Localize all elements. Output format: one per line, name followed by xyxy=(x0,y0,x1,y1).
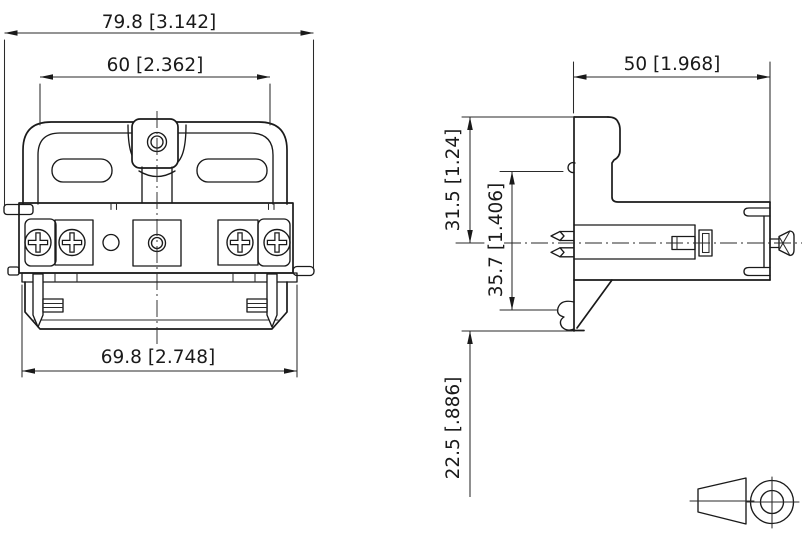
small-hole xyxy=(102,233,120,252)
contact-pin-upper xyxy=(550,230,574,242)
contact-pin-upper-barb xyxy=(559,230,565,242)
dim-cover-width: 60 [2.362] xyxy=(39,55,271,126)
screw-housing-right xyxy=(217,219,259,266)
dim-overall-width: 79.8 [3.142] xyxy=(3,12,315,269)
dim-upper-height: 31.5 [1.24] xyxy=(443,116,575,243)
screw-housing-left xyxy=(54,219,94,266)
clip-hook-bottom xyxy=(556,300,575,331)
clip-hook-top xyxy=(567,161,576,174)
side-view xyxy=(455,116,802,332)
projection-cone xyxy=(697,477,747,525)
contact-pin-lower xyxy=(550,247,574,258)
dim-rail-width: 69.8 [2.748] xyxy=(21,284,298,378)
cover-slot-right xyxy=(196,158,268,183)
fixing-screw-cone xyxy=(778,235,791,257)
contact-pin-lower-barb xyxy=(559,247,565,258)
fixing-screw-head xyxy=(778,230,795,257)
dim-depth: 50 [1.968] xyxy=(572,54,771,202)
pin-clip-left xyxy=(42,298,64,313)
phillips-screw xyxy=(58,228,86,257)
dimension-text: 35.7 [1.406] xyxy=(486,183,507,297)
phillips-screw xyxy=(24,228,52,257)
dimension-text: 60 [2.362] xyxy=(107,55,204,76)
screw-channel-top xyxy=(743,207,771,217)
phillips-screw xyxy=(226,228,254,257)
mount-wing-right xyxy=(292,265,315,277)
dim-clip-span: 35.7 [1.406] xyxy=(486,170,564,311)
third-angle-projection-symbol xyxy=(689,476,800,529)
front-view xyxy=(3,111,315,344)
dimension-text: 22.5 [.886] xyxy=(443,377,464,480)
dimension-text: 69.8 [2.748] xyxy=(101,347,215,368)
slide-rail xyxy=(21,272,298,283)
dim-lower-height: 22.5 [.886] xyxy=(443,330,573,497)
latch-block xyxy=(131,118,179,169)
mount-wing-left xyxy=(3,203,34,216)
screw-channel-bottom xyxy=(743,266,771,277)
fixing-screw-cone xyxy=(778,230,791,251)
phillips-screw xyxy=(263,228,291,257)
dimension-text: 50 [1.968] xyxy=(624,54,721,75)
latch-pin-right xyxy=(266,273,278,328)
cover-slot-left xyxy=(51,158,113,183)
tray-outline xyxy=(24,281,288,330)
dimension-text: 31.5 [1.24] xyxy=(443,129,464,232)
mount-step-left xyxy=(7,266,20,276)
screw-bracket-right xyxy=(257,218,291,267)
latch-pin-left xyxy=(32,273,44,328)
dimension-text: 79.8 [3.142] xyxy=(102,12,216,33)
side-ridge-profile xyxy=(607,116,771,203)
foot-diagonal xyxy=(576,279,613,329)
pin-clip-right xyxy=(246,298,268,313)
